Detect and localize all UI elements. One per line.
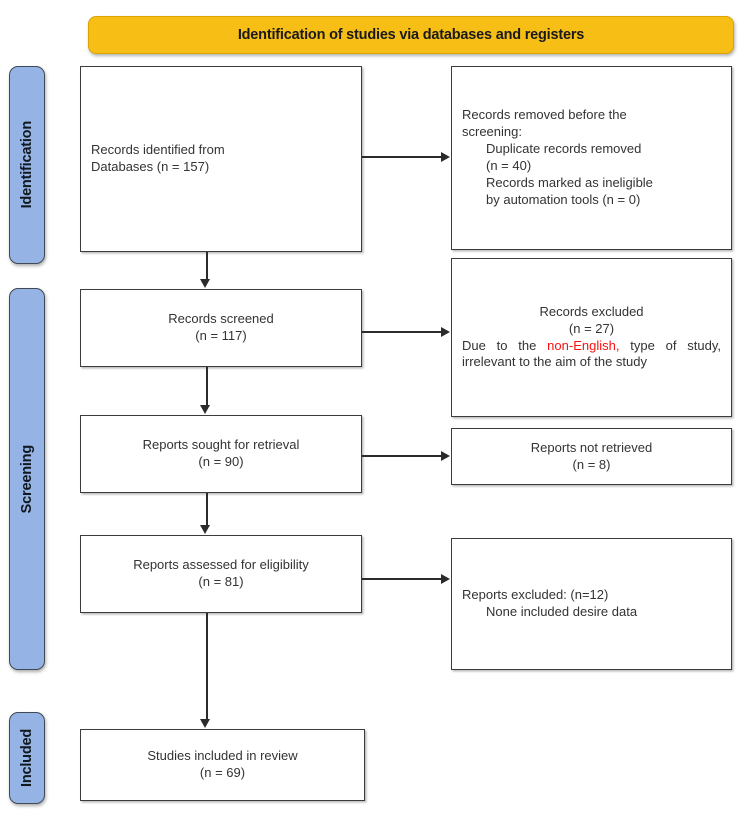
arrow-down-icon-sought-to-assessed xyxy=(200,525,210,534)
box-records-excluded-reason-prefix: Due to the xyxy=(462,337,548,353)
box-records-excluded-line2: (n = 27) xyxy=(568,320,615,336)
connector-screened-to-records-excluded xyxy=(362,331,442,333)
box-reports-assessed: Reports assessed for eligibility (n = 81… xyxy=(80,535,362,613)
box-reports-assessed-line1: Reports assessed for eligibility xyxy=(133,557,309,573)
box-reports-not-retrieved-line1: Reports not retrieved xyxy=(530,439,653,455)
box-records-screened-line1: Records screened xyxy=(168,311,274,327)
box-reports-excluded-line1: Reports excluded: (n=12) xyxy=(462,587,609,603)
box-records-excluded-line1: Records excluded xyxy=(539,303,644,319)
connector-identified-to-screened xyxy=(206,252,208,281)
arrow-right-icon-assessed-to-reports-excluded xyxy=(441,574,450,584)
arrow-right-icon-sought-to-not-retrieved xyxy=(441,451,450,461)
box-records-removed-line3: Duplicate records removed xyxy=(486,141,642,157)
arrow-right-icon-screened-to-records-excluded xyxy=(441,327,450,337)
box-reports-excluded: Reports excluded: (n=12) None included d… xyxy=(451,538,732,670)
box-reports-sought-line2: (n = 90) xyxy=(198,454,244,469)
box-reports-sought-line1: Reports sought for retrieval xyxy=(142,437,300,453)
box-studies-included-line2: (n = 69) xyxy=(199,765,246,780)
box-records-identified: Records identified from Databases (n = 1… xyxy=(80,66,362,252)
stage-label-identification-text: Identification xyxy=(19,121,35,209)
box-records-removed-line1: Records removed before the xyxy=(462,107,627,123)
box-records-identified-line2: Databases (n = 157) xyxy=(91,159,210,174)
box-reports-excluded-line2: None included desire data xyxy=(486,604,638,619)
diagram-title: Identification of studies via databases … xyxy=(237,27,585,43)
box-reports-sought: Reports sought for retrieval (n = 90) xyxy=(80,415,362,493)
arrow-down-icon-assessed-to-included xyxy=(200,719,210,728)
box-records-identified-line1: Records identified from xyxy=(91,142,225,158)
box-studies-included: Studies included in review (n = 69) xyxy=(80,729,365,801)
box-reports-assessed-line2: (n = 81) xyxy=(198,574,244,589)
arrow-right-icon-identified-to-removed xyxy=(441,152,450,162)
stage-label-included: Included xyxy=(9,712,45,804)
connector-sought-to-not-retrieved xyxy=(362,455,442,457)
stage-label-screening: Screening xyxy=(9,288,45,670)
box-records-excluded-reason: Due to the non-English, type of study, i… xyxy=(452,338,731,372)
box-reports-not-retrieved: Reports not retrieved (n = 8) xyxy=(451,428,732,485)
box-studies-included-line1: Studies included in review xyxy=(147,748,298,764)
box-records-screened-line2: (n = 117) xyxy=(195,328,247,343)
stage-label-included-text: Included xyxy=(19,728,35,787)
stage-label-screening-text: Screening xyxy=(19,444,35,514)
box-records-removed-line5: Records marked as ineligible xyxy=(486,174,653,190)
box-records-excluded: Records excluded (n = 27) Due to the non… xyxy=(451,258,732,417)
connector-assessed-to-included xyxy=(206,613,208,721)
box-records-removed: Records removed before the screening: Du… xyxy=(451,66,732,250)
arrow-down-icon-identified-to-screened xyxy=(200,279,210,288)
box-records-excluded-reason-highlight: non-English, xyxy=(547,337,620,353)
box-records-removed-line6: by automation tools (n = 0) xyxy=(486,191,641,207)
box-records-removed-line2: screening: xyxy=(462,124,522,140)
box-records-screened: Records screened (n = 117) xyxy=(80,289,362,367)
box-records-excluded-reason-suffix: type of study, irrelevant to the aim of … xyxy=(462,337,721,370)
connector-assessed-to-reports-excluded xyxy=(362,578,442,580)
stage-label-identification: Identification xyxy=(9,66,45,264)
diagram-title-banner: Identification of studies via databases … xyxy=(88,16,734,54)
connector-screened-to-sought xyxy=(206,367,208,407)
box-reports-not-retrieved-line2: (n = 8) xyxy=(572,456,611,472)
arrow-down-icon-screened-to-sought xyxy=(200,405,210,414)
connector-identified-to-removed xyxy=(362,156,442,158)
connector-sought-to-assessed xyxy=(206,493,208,527)
box-records-removed-line4: (n = 40) xyxy=(486,158,532,173)
